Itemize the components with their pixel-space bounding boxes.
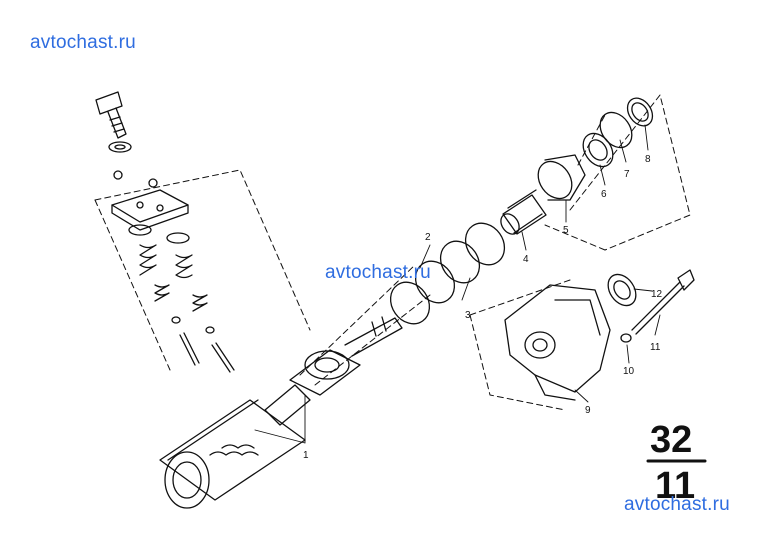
- bearing-flange: [500, 154, 586, 235]
- watermark-center: avtochast.ru: [325, 262, 431, 283]
- callout-5: 5: [563, 225, 569, 236]
- watermark-top-left: avtochast.ru: [30, 32, 136, 53]
- rings-upper: [582, 97, 654, 168]
- housing-fasteners: [607, 269, 695, 343]
- callout-3: 3: [465, 310, 471, 321]
- callout-10: 10: [623, 366, 635, 377]
- callout-4: 4: [523, 254, 529, 265]
- leader-lines: [254, 124, 661, 444]
- callout-8: 8: [645, 154, 651, 165]
- seal-rings: [389, 222, 506, 325]
- watermark-bottom-right: avtochast.ru: [624, 494, 730, 515]
- group-code: 32 11: [646, 419, 707, 507]
- callout-2: 2: [425, 232, 431, 243]
- valve-assembly: [95, 91, 235, 373]
- callout-numbers: 1 2 3 4 5 6 7 8 9 10 11 12: [303, 154, 663, 461]
- group-code-bottom: 11: [655, 465, 695, 507]
- callout-11: 11: [650, 342, 661, 353]
- callout-9: 9: [585, 405, 591, 416]
- callout-7: 7: [624, 169, 630, 180]
- callout-6: 6: [601, 189, 607, 200]
- housing: [504, 284, 611, 401]
- group-code-top: 32: [650, 419, 692, 461]
- callout-1: 1: [303, 450, 309, 461]
- callout-12: 12: [651, 289, 663, 300]
